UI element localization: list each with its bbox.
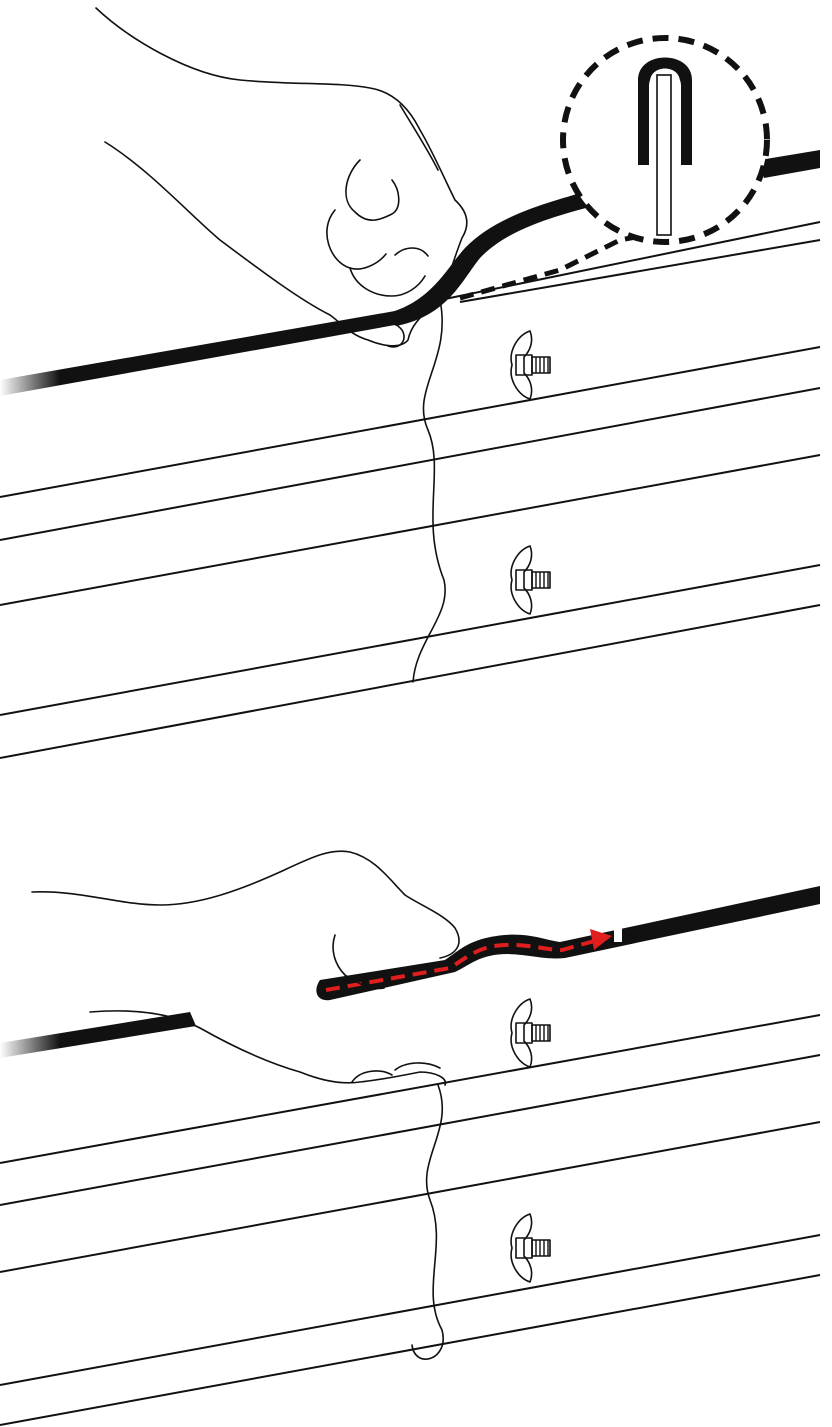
edge-trim <box>0 886 820 1066</box>
panel-edge-lines <box>0 222 820 758</box>
wing-nut-icon <box>511 331 550 399</box>
bottom-panel <box>0 851 820 1425</box>
hand-icon <box>96 8 467 347</box>
detail-callout <box>563 38 767 242</box>
top-panel <box>0 8 820 758</box>
hanging-wire <box>413 300 445 682</box>
wing-nut-icon <box>511 999 550 1067</box>
wing-nut-icon <box>511 546 550 614</box>
wing-nut-icon <box>511 1214 550 1282</box>
panel-edge-lines <box>0 1015 820 1425</box>
